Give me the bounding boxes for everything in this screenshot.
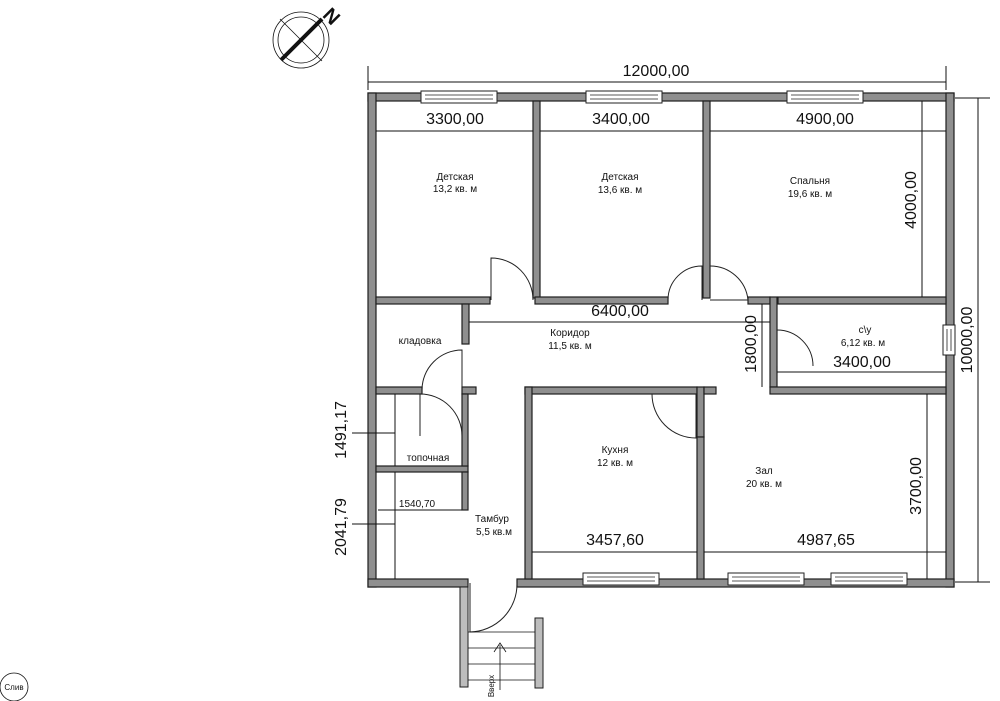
wall-kitchen-right-upper	[696, 386, 705, 438]
room-hall-area: 20 кв. м	[746, 479, 782, 490]
door-kids1	[490, 257, 534, 301]
dim-kids1-width: 3300,00	[426, 111, 484, 128]
dim-vestibule-inner: 1540,70	[399, 499, 436, 510]
inner-walls	[375, 100, 947, 580]
wall-boiler-bottom	[375, 465, 469, 473]
wall-kids1-bottom	[375, 296, 491, 305]
door-entrance	[469, 582, 518, 633]
wall-kitchen-top	[524, 386, 698, 395]
stairs-label: Вверх	[487, 675, 496, 697]
room-kitchen-area: 12 кв. м	[597, 458, 633, 469]
stairs-right-rail	[534, 617, 544, 689]
dim-bedroom-depth: 4000,00	[903, 171, 920, 229]
entrance-stairs: Вверх	[459, 586, 544, 697]
room-vestibule-name: Тамбур	[475, 513, 509, 525]
drain: Слив	[0, 672, 29, 701]
door-boiler	[419, 393, 463, 437]
wall-vestibule-stub	[461, 471, 469, 511]
wall-pantry-right	[461, 303, 470, 345]
wall-kitchen-left	[524, 386, 533, 580]
window-kitchen	[582, 572, 660, 586]
room-corridor-area: 11,5 кв. м	[548, 341, 592, 352]
room-bathroom-name: с\у	[859, 325, 872, 336]
wall-kids2-bottom	[534, 296, 669, 305]
wall-boiler-right	[461, 393, 469, 467]
dim-bedroom-width: 4900,00	[796, 111, 854, 128]
dim-bathroom-width: 3400,00	[833, 354, 891, 371]
window-kids1	[420, 90, 498, 104]
window-hall-left	[727, 572, 805, 586]
wall-bedroom-bottom-right	[777, 296, 947, 305]
wall-bathroom-left	[769, 296, 778, 388]
doors	[419, 257, 814, 633]
compass: N	[272, 4, 344, 69]
door-pantry	[421, 349, 463, 391]
room-corridor-name: Коридор	[550, 328, 590, 339]
compass-north-label: N	[318, 4, 344, 30]
stairs-left-rail	[459, 586, 469, 688]
wall-boiler-top-right	[461, 386, 477, 395]
windows	[420, 90, 956, 586]
dim-vestibule-depth: 2041,79	[333, 498, 350, 556]
wall-left	[367, 92, 377, 588]
compass-outer-ring	[272, 11, 330, 69]
room-kids1-area: 13,2 кв. м	[433, 184, 477, 195]
dim-total-height: 10000,00	[959, 307, 976, 374]
door-kids2	[667, 265, 703, 301]
door-bedroom	[709, 265, 749, 301]
window-bathroom	[942, 324, 956, 356]
room-hall-name: Зал	[755, 466, 773, 477]
dim-corridor-length: 6400,00	[591, 303, 649, 320]
wall-kids-partition	[532, 100, 541, 299]
room-kids2-area: 13,6 кв. м	[598, 185, 642, 196]
dim-hall-depth: 3700,00	[908, 457, 925, 515]
wall-bedroom-partition	[702, 100, 711, 299]
room-kids1-name: Детская	[436, 172, 473, 183]
drain-label: Слив	[4, 683, 23, 692]
window-hall-right	[830, 572, 908, 586]
room-bedroom-name: Спальня	[790, 176, 830, 187]
dim-hall-width: 4987,65	[797, 532, 855, 549]
window-bedroom	[786, 90, 864, 104]
wall-hall-top-left	[703, 386, 717, 395]
door-kitchen	[651, 393, 697, 439]
dim-total-width: 12000,00	[623, 63, 690, 80]
window-kids2	[585, 90, 663, 104]
room-labels: Детская 13,2 кв. м Детская 13,6 кв. м Сп…	[399, 172, 886, 538]
wall-kitchen-right	[696, 436, 705, 580]
room-pantry-name: кладовка	[399, 336, 442, 347]
room-kitchen-name: Кухня	[602, 445, 629, 456]
dimension-lines: 12000,00 10000,00 3300,00 3400,00 4900,0…	[333, 63, 990, 583]
room-kids2-name: Детская	[601, 172, 638, 183]
wall-bottom-left	[367, 578, 469, 588]
compass-inner-ring	[277, 16, 325, 64]
dim-kids2-width: 3400,00	[592, 111, 650, 128]
dim-boiler-depth: 1491,17	[333, 401, 350, 459]
drain-circle	[0, 672, 29, 701]
wall-pantry-bottom	[375, 386, 423, 395]
room-bathroom-area: 6,12 кв. м	[841, 338, 885, 349]
door-bathroom	[776, 329, 814, 367]
dim-corridor-width: 1800,00	[743, 315, 760, 373]
compass-needle	[279, 17, 324, 62]
wall-bedroom-bottom-left	[747, 296, 771, 305]
room-vestibule-area: 5,5 кв.м	[476, 527, 512, 538]
room-bedroom-area: 19,6 кв. м	[788, 189, 832, 200]
wall-bathroom-bottom	[769, 386, 947, 395]
room-boiler-name: топочная	[407, 453, 450, 464]
dim-kitchen-width: 3457,60	[586, 532, 644, 549]
